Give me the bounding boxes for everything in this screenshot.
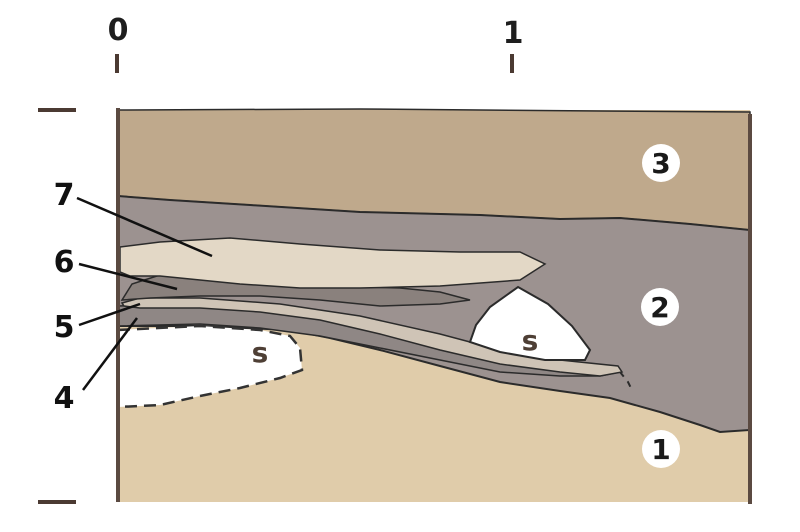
- scale-tick-1-label: 1: [503, 16, 524, 51]
- layer-1-badge: [642, 430, 680, 468]
- callout-5-leader: [78, 302, 141, 327]
- layer-1-label: 1: [651, 433, 670, 466]
- right-pocket-s-label: s: [522, 324, 539, 357]
- layer-7-area: [119, 237, 547, 289]
- callout-4-leader: [82, 317, 138, 391]
- left-pocket-s: [116, 324, 304, 409]
- layer-2-badge: [641, 288, 679, 326]
- layer-5-area: [120, 297, 624, 377]
- callout-4-label: 4: [54, 381, 75, 416]
- right-pocket-s: [468, 285, 592, 361]
- callout-7-leader: [76, 196, 213, 258]
- callout-7-label: 7: [54, 178, 75, 213]
- callout-6-label: 6: [54, 245, 75, 280]
- callout-5-label: 5: [54, 310, 75, 345]
- layer-3-label: 3: [651, 147, 670, 180]
- layer-2-label: 2: [650, 291, 669, 324]
- right-dashed-boundary: [619, 371, 633, 391]
- left-pocket-s-label: s: [252, 336, 269, 369]
- layer-3-badge: [642, 144, 680, 182]
- callout-6-leader: [78, 262, 178, 291]
- scale-tick-0-label: 0: [108, 13, 129, 48]
